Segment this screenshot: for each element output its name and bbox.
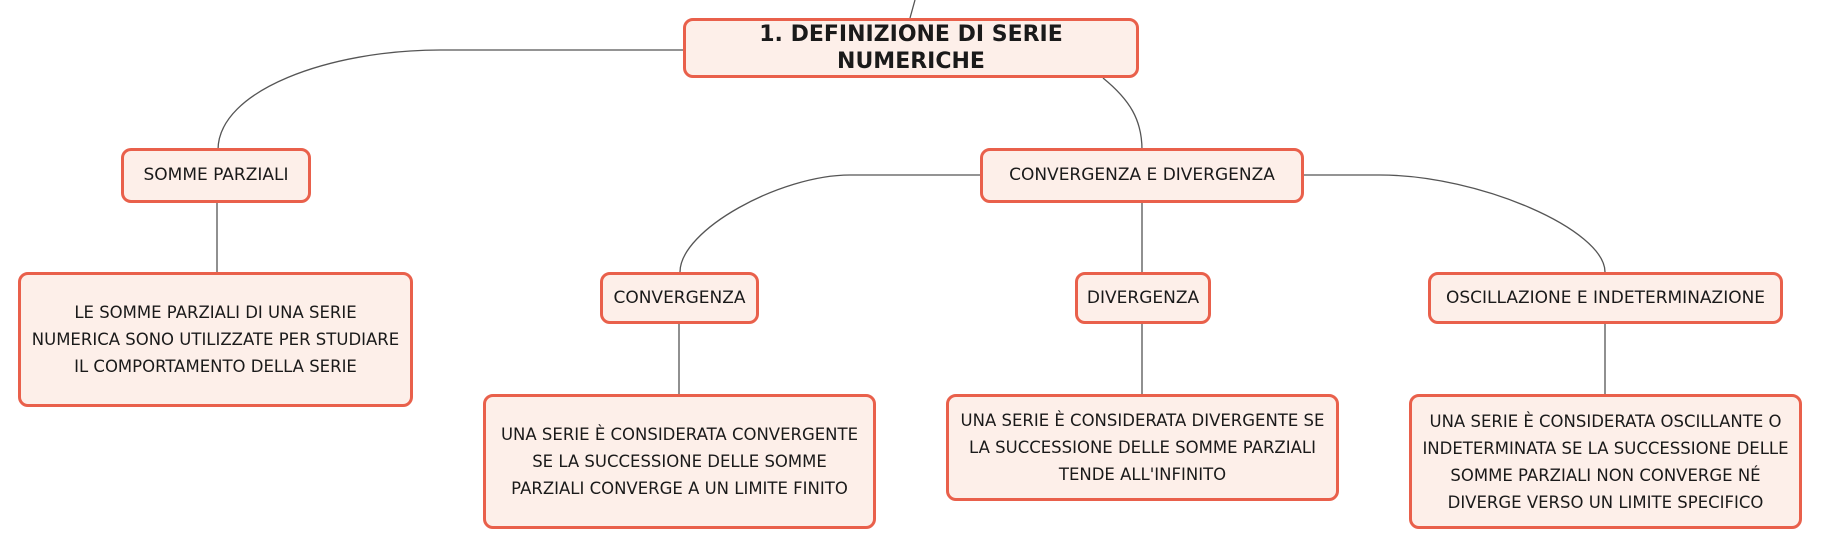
node-oscillazione-e-indeterminazione[interactable]: OSCILLAZIONE E INDETERMINAZIONE xyxy=(1428,272,1783,324)
connector-root-to-convdiv xyxy=(1102,77,1143,151)
node-convergenza-e-divergenza-label: CONVERGENZA E DIVERGENZA xyxy=(1009,165,1275,185)
connector-convdiv-to-oscillazione xyxy=(1304,174,1606,273)
node-divergenza[interactable]: DIVERGENZA xyxy=(1075,272,1211,324)
node-somme-parziali-description[interactable]: LE SOMME PARZIALI DI UNA SERIE NUMERICA … xyxy=(18,272,413,407)
node-divergenza-label: DIVERGENZA xyxy=(1086,287,1200,308)
node-convergenza-label: CONVERGENZA xyxy=(613,287,746,308)
node-divergenza-description-text: UNA SERIE È CONSIDERATA DIVERGENTE SE LA… xyxy=(960,411,1325,484)
node-somme-parziali-label: SOMME PARZIALI xyxy=(143,165,289,185)
connector-root-to-somme xyxy=(217,49,683,151)
node-somme-parziali[interactable]: SOMME PARZIALI xyxy=(121,148,311,203)
node-divergenza-description[interactable]: UNA SERIE È CONSIDERATA DIVERGENTE SE LA… xyxy=(946,394,1339,501)
node-convergenza[interactable]: CONVERGENZA xyxy=(600,272,759,324)
node-oscillazione-label: OSCILLAZIONE E INDETERMINAZIONE xyxy=(1445,287,1766,308)
connector-convdiv-to-convergenza xyxy=(679,174,980,273)
node-oscillazione-description-text: UNA SERIE È CONSIDERATA OSCILLANTE O IND… xyxy=(1422,411,1789,512)
root-node-label: 1. DEFINIZIONE DI SERIE NUMERICHE xyxy=(759,22,1063,74)
node-convergenza-e-divergenza[interactable]: CONVERGENZA E DIVERGENZA xyxy=(980,148,1304,203)
root-node[interactable]: 1. DEFINIZIONE DI SERIE NUMERICHE xyxy=(683,18,1139,78)
node-convergenza-description[interactable]: UNA SERIE È CONSIDERATA CONVERGENTE SE L… xyxy=(483,394,876,529)
node-somme-parziali-description-text: LE SOMME PARZIALI DI UNA SERIE NUMERICA … xyxy=(31,303,400,376)
connector-root-parent xyxy=(909,0,916,19)
node-oscillazione-description[interactable]: UNA SERIE È CONSIDERATA OSCILLANTE O IND… xyxy=(1409,394,1802,529)
node-convergenza-description-text: UNA SERIE È CONSIDERATA CONVERGENTE SE L… xyxy=(500,425,859,498)
